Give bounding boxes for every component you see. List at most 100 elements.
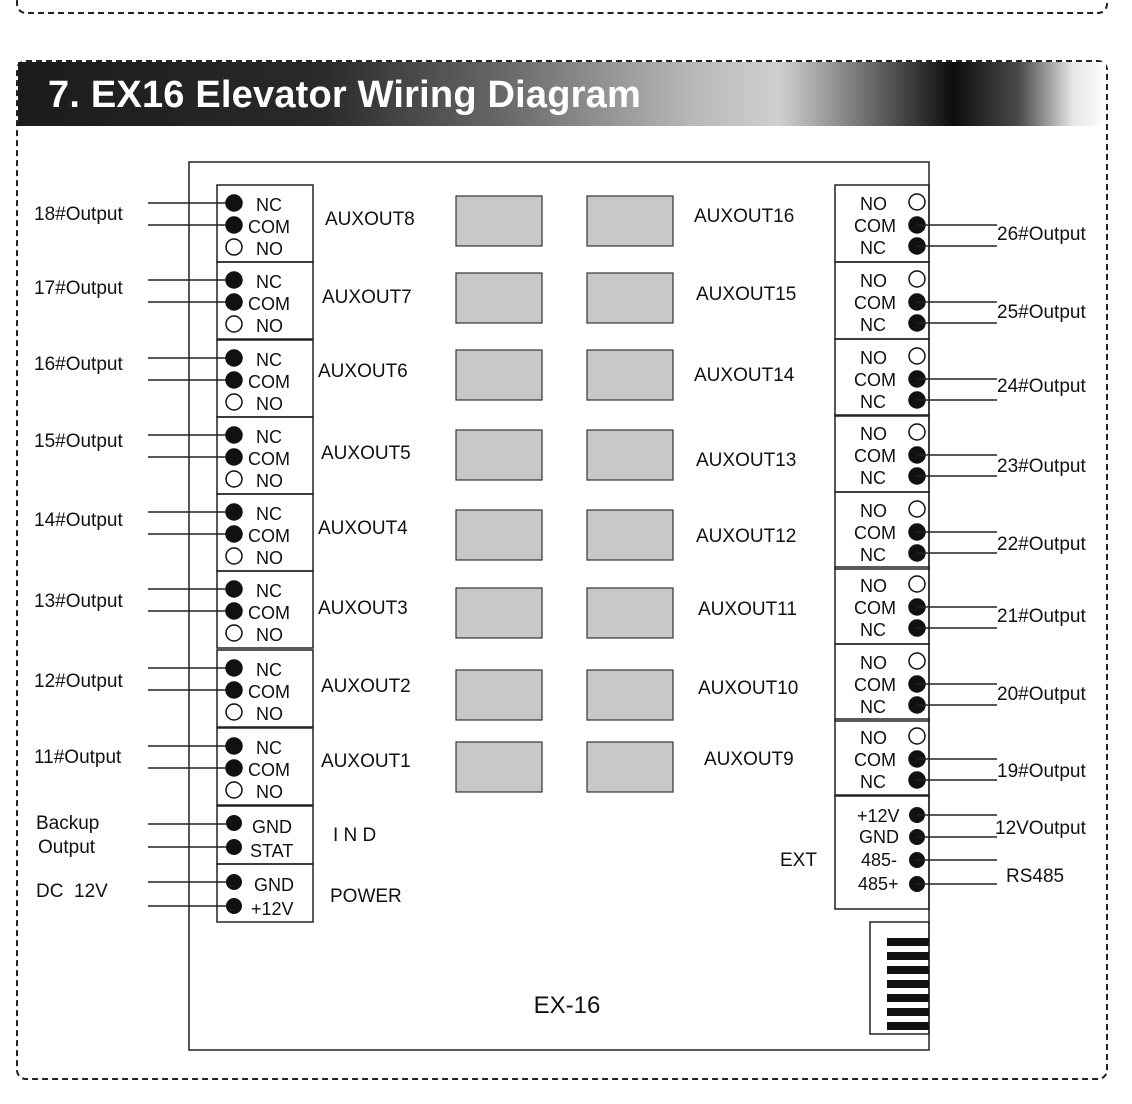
- terminal-nc: [225, 737, 243, 755]
- terminal-label: COM: [854, 446, 896, 466]
- output-label: 26#Output: [997, 224, 1086, 245]
- output-label: 25#Output: [997, 302, 1086, 323]
- auxout-label: AUXOUT12: [696, 526, 796, 547]
- terminal-label: NO: [860, 271, 887, 291]
- output-label: 17#Output: [34, 278, 123, 299]
- terminal-no: [908, 727, 926, 745]
- auxout-label: AUXOUT2: [321, 676, 411, 697]
- terminal-label: COM: [854, 216, 896, 236]
- terminal-no: [225, 624, 243, 642]
- output-label: 24#Output: [997, 376, 1086, 397]
- terminal-no: [908, 270, 926, 288]
- output-label: 20#Output: [997, 684, 1086, 705]
- relay-left: [455, 272, 543, 324]
- output-label: 15#Output: [34, 431, 123, 452]
- auxout-label: AUXOUT15: [696, 284, 796, 305]
- terminal-label: NC: [256, 350, 282, 370]
- terminal-label: NC: [860, 620, 886, 640]
- ext-gnd-label: GND: [859, 827, 899, 847]
- terminal-no: [908, 500, 926, 518]
- terminal-com: [225, 759, 243, 777]
- terminal-label: NC: [256, 427, 282, 447]
- terminal-label: NO: [256, 704, 283, 724]
- terminal-block-outline: [834, 491, 930, 570]
- auxout-label: AUXOUT4: [318, 518, 408, 539]
- terminal-label: COM: [854, 750, 896, 770]
- ext-485minus-label: 485-: [861, 850, 897, 870]
- auxout-label: AUXOUT7: [322, 287, 412, 308]
- output-label: 12#Output: [34, 671, 123, 692]
- relay-right: [586, 587, 674, 639]
- auxout-label: AUXOUT13: [696, 450, 796, 471]
- connector-header: [869, 921, 930, 1035]
- power-terminal-block: GND +12V POWER DC 12V: [36, 863, 402, 923]
- auxout-label: AUXOUT1: [321, 751, 411, 772]
- relay-left: [455, 587, 543, 639]
- relay-left: [455, 195, 543, 247]
- terminal-label: NC: [256, 738, 282, 758]
- right-terminal-column: NOCOMNC26#OutputAUXOUT16NOCOMNC25#Output…: [694, 184, 1086, 797]
- ind-stat-terminal: [226, 839, 242, 855]
- terminal-label: COM: [854, 523, 896, 543]
- terminal-com: [225, 448, 243, 466]
- auxout-label: AUXOUT10: [698, 678, 798, 699]
- terminal-no: [908, 423, 926, 441]
- terminal-nc: [225, 580, 243, 598]
- terminal-label: COM: [854, 293, 896, 313]
- relay-right: [586, 195, 674, 247]
- ext-485plus-label: 485+: [858, 874, 899, 894]
- output-label: 18#Output: [34, 204, 123, 225]
- auxout-label: AUXOUT8: [325, 209, 415, 230]
- auxout-label: AUXOUT3: [318, 598, 408, 619]
- terminal-label: NC: [256, 195, 282, 215]
- output-label: 11#Output: [34, 747, 122, 768]
- ind-gnd-label: GND: [252, 817, 292, 837]
- board-label: EX-16: [534, 992, 601, 1019]
- backup-output-label-line2: Output: [38, 837, 96, 858]
- relay-left: [455, 429, 543, 481]
- terminal-com: [225, 602, 243, 620]
- terminal-label: COM: [248, 449, 290, 469]
- terminal-label: NO: [860, 653, 887, 673]
- terminal-block-outline: [834, 338, 930, 417]
- terminal-nc: [225, 349, 243, 367]
- output-label: 23#Output: [997, 456, 1086, 477]
- terminal-label: COM: [248, 526, 290, 546]
- terminal-label: NC: [256, 660, 282, 680]
- relay-right: [586, 272, 674, 324]
- terminal-block-outline: [216, 570, 314, 649]
- output-label: 19#Output: [997, 761, 1086, 782]
- terminal-label: COM: [248, 682, 290, 702]
- terminal-no: [225, 238, 243, 256]
- terminal-block-outline: [834, 718, 930, 797]
- terminal-label: COM: [248, 372, 290, 392]
- terminal-label: NC: [860, 697, 886, 717]
- terminal-nc: [225, 426, 243, 444]
- terminal-label: COM: [248, 217, 290, 237]
- terminal-block-outline: [216, 649, 314, 728]
- ext-12v-output-label: 12VOutput: [995, 818, 1087, 839]
- title-bar: [18, 62, 1106, 126]
- ext-terminal-block: EXT +12V GND 485- 485+ 12VOutput RS485: [780, 794, 1087, 910]
- terminal-label: COM: [248, 603, 290, 623]
- auxout-label: AUXOUT9: [704, 749, 794, 770]
- terminal-no: [908, 347, 926, 365]
- output-label: 14#Output: [34, 510, 123, 531]
- terminal-nc: [225, 271, 243, 289]
- auxout-label: AUXOUT6: [318, 361, 408, 382]
- relay-right: [586, 349, 674, 401]
- terminal-block-outline: [834, 643, 930, 722]
- terminal-label: COM: [854, 675, 896, 695]
- terminal-block-outline: [216, 261, 314, 340]
- terminal-label: COM: [854, 598, 896, 618]
